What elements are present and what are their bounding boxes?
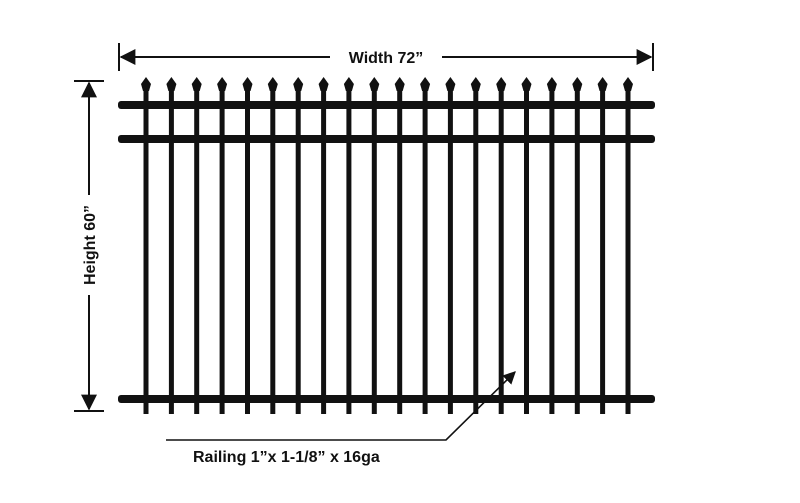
picket-finial <box>572 77 583 91</box>
picket-finial <box>496 77 507 91</box>
picket <box>371 88 377 414</box>
picket <box>524 88 529 414</box>
picket-finial <box>546 77 557 91</box>
picket <box>168 88 174 414</box>
picket <box>194 88 200 414</box>
railing-label: Railing 1”x 1-1/8” x 16ga <box>193 449 380 466</box>
picket <box>397 88 403 414</box>
railing-leader-line <box>166 371 516 441</box>
picket-finial <box>318 77 329 91</box>
picket <box>143 88 149 414</box>
picket <box>574 88 580 414</box>
picket-finial <box>420 77 431 91</box>
picket <box>473 88 479 414</box>
picket-finial <box>470 77 481 91</box>
picket-finial <box>242 77 253 91</box>
railing-callout: Railing 1”x 1-1/8” x 16ga <box>166 371 516 466</box>
picket <box>346 88 352 414</box>
picket <box>498 88 504 414</box>
picket-finial <box>166 77 177 91</box>
picket-finial <box>369 77 380 91</box>
picket-finial <box>343 77 354 91</box>
picket-finial <box>445 77 456 91</box>
picket-finial <box>597 77 608 91</box>
picket-finial <box>293 77 304 91</box>
picket <box>321 88 327 414</box>
picket <box>625 88 631 414</box>
picket <box>270 88 276 414</box>
middle-rail <box>118 135 655 143</box>
picket-finial <box>394 77 405 91</box>
width-dimension: Width 72” <box>118 43 654 71</box>
picket-finial <box>141 77 151 91</box>
top-rail <box>118 101 655 109</box>
picket-finial <box>191 77 202 91</box>
picket-finial <box>623 77 633 91</box>
fence-panel <box>118 77 655 414</box>
picket <box>295 88 301 414</box>
picket <box>422 88 428 414</box>
bottom-rail <box>118 395 655 403</box>
picket-finial <box>521 77 532 91</box>
picket <box>219 88 225 414</box>
picket <box>549 88 555 414</box>
height-label: Height 60” <box>82 205 99 285</box>
picket-finial <box>217 77 228 91</box>
picket <box>245 88 250 414</box>
picket <box>600 88 606 414</box>
height-dimension: Height 60” <box>74 80 104 412</box>
picket <box>447 88 453 414</box>
picket-finial <box>267 77 278 91</box>
width-label: Width 72” <box>349 50 424 67</box>
